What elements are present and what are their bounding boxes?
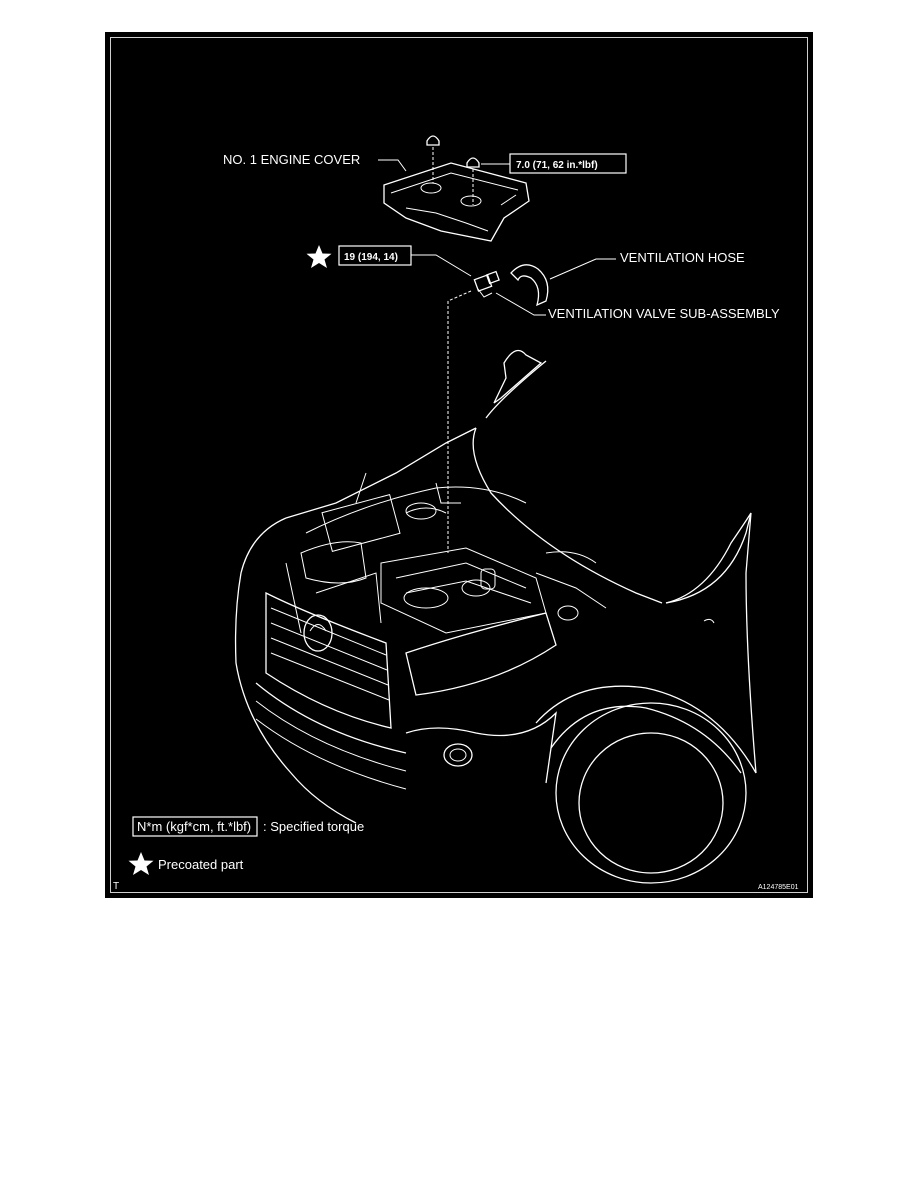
legend-torque-text: : Specified torque: [263, 819, 364, 834]
legend-precoated: Precoated part: [128, 852, 244, 875]
legend-precoated-text: Precoated part: [158, 857, 244, 872]
torque-box-valve: 19 (194, 14): [338, 245, 412, 266]
diagram-inner-border: [110, 37, 808, 893]
figure-code: A124785E01: [758, 884, 799, 891]
ventilation-hose-part: [510, 264, 549, 307]
cover-bolt-right: [466, 157, 480, 205]
legend-torque-box-text: N*m (kgf*cm, ft.*lbf): [137, 819, 251, 834]
ventilation-valve-label: VENTILATION VALVE SUB-ASSEMBLY: [548, 306, 780, 321]
engine-cover-label: NO. 1 ENGINE COVER: [223, 152, 360, 167]
engine-diagram: NO. 1 ENGINE COVER 7.0 (71, 62 in.*lbf) …: [113, 135, 799, 892]
torque-valve-leader: [411, 254, 472, 277]
diagram-frame: NO. 1 ENGINE COVER 7.0 (71, 62 in.*lbf) …: [105, 32, 813, 898]
ventilation-valve-leader: [495, 292, 546, 316]
torque-valve-value: 19 (194, 14): [344, 252, 398, 263]
vehicle-outline: [234, 349, 757, 884]
precoat-star-valve: [306, 245, 332, 268]
cover-bolt-left: [426, 135, 440, 183]
torque-cover-value: 7.0 (71, 62 in.*lbf): [516, 160, 598, 171]
torque-box-cover: 7.0 (71, 62 in.*lbf): [509, 153, 627, 174]
engine-cover-leader: [378, 159, 407, 172]
precoat-star-icon: [128, 852, 154, 875]
ventilation-hose-leader: [549, 258, 616, 280]
ventilation-valve-part: [473, 270, 500, 298]
legend-torque: N*m (kgf*cm, ft.*lbf) : Specified torque: [132, 816, 364, 837]
corner-letter: T: [113, 881, 119, 892]
valve-dash-a: [447, 290, 472, 302]
engine-cover-part: [383, 162, 530, 242]
ventilation-hose-label: VENTILATION HOSE: [620, 250, 745, 265]
